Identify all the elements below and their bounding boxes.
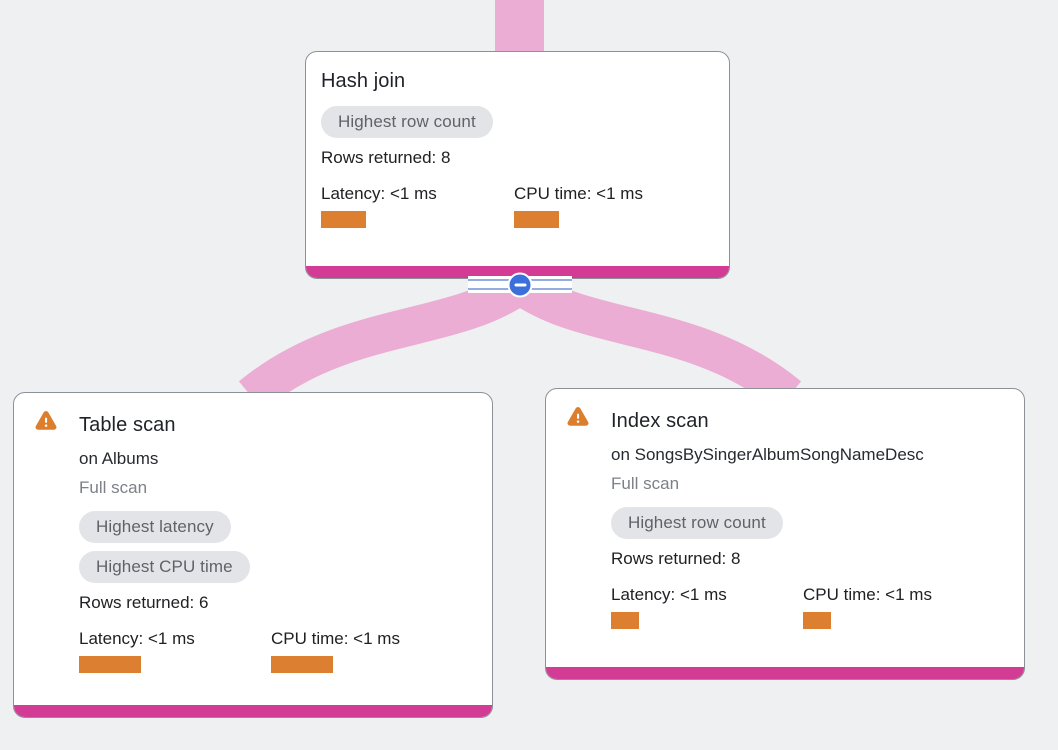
node-title: Index scan — [611, 410, 709, 432]
cpu-time-label: CPU time: <1 ms — [514, 184, 643, 203]
latency-bar — [611, 612, 639, 629]
scan-type-label: Full scan — [79, 478, 148, 497]
metrics-row: Latency: <1 ms CPU time: <1 ms — [611, 585, 1014, 629]
cpu-time-metric: CPU time: <1 ms — [803, 585, 932, 629]
rows-returned-label: Rows returned: 6 — [79, 593, 209, 612]
latency-bar — [321, 211, 366, 228]
scan-type-label: Full scan — [611, 474, 680, 493]
cpu-time-label: CPU time: <1 ms — [803, 585, 932, 604]
node-index-scan-body: Index scan on SongsBySingerAlbumSongName… — [546, 389, 1024, 667]
metrics-row: Latency: <1 ms CPU time: <1 ms — [321, 184, 714, 228]
node-table-scan[interactable]: Table scan on Albums Full scan Highest l… — [13, 392, 493, 718]
cpu-time-label: CPU time: <1 ms — [271, 629, 400, 648]
node-title: Hash join — [321, 70, 406, 92]
edge-to-table-scan — [238, 270, 531, 411]
badge-highest-row-count: Highest row count — [611, 507, 783, 539]
latency-label: Latency: <1 ms — [321, 184, 437, 203]
node-accent-bar — [14, 705, 492, 717]
rows-returned-label: Rows returned: 8 — [321, 148, 451, 167]
cpu-time-metric: CPU time: <1 ms — [514, 184, 643, 228]
edge-to-index-scan — [509, 270, 802, 411]
node-table-scan-body: Table scan on Albums Full scan Highest l… — [14, 393, 492, 705]
node-accent-bar — [546, 667, 1024, 679]
cpu-time-bar — [803, 612, 831, 629]
latency-metric: Latency: <1 ms — [321, 184, 514, 228]
collapse-minus-icon[interactable] — [507, 272, 533, 297]
collapse-children-toggle[interactable] — [468, 272, 572, 297]
cpu-time-metric: CPU time: <1 ms — [271, 629, 400, 673]
metrics-row: Latency: <1 ms CPU time: <1 ms — [79, 629, 482, 673]
warning-icon — [35, 411, 57, 430]
latency-label: Latency: <1 ms — [79, 629, 195, 648]
node-index-scan[interactable]: Index scan on SongsBySingerAlbumSongName… — [545, 388, 1025, 680]
cpu-time-bar — [514, 211, 559, 228]
node-title: Table scan — [79, 414, 176, 436]
node-subtitle: on Albums — [79, 449, 159, 468]
rows-returned-label: Rows returned: 8 — [611, 549, 741, 568]
edge-parent — [495, 0, 544, 58]
node-hash-join-body: Hash join Highest row count Rows returne… — [306, 52, 729, 266]
latency-bar — [79, 656, 141, 673]
latency-metric: Latency: <1 ms — [79, 629, 271, 673]
node-hash-join[interactable]: Hash join Highest row count Rows returne… — [305, 51, 730, 279]
cpu-time-bar — [271, 656, 333, 673]
warning-icon — [567, 407, 589, 426]
node-subtitle: on SongsBySingerAlbumSongNameDesc — [611, 445, 924, 464]
badge-highest-row-count: Highest row count — [321, 106, 493, 138]
badge-highest-latency: Highest latency — [79, 511, 231, 543]
badge-highest-cpu-time: Highest CPU time — [79, 551, 250, 583]
latency-label: Latency: <1 ms — [611, 585, 727, 604]
latency-metric: Latency: <1 ms — [611, 585, 803, 629]
